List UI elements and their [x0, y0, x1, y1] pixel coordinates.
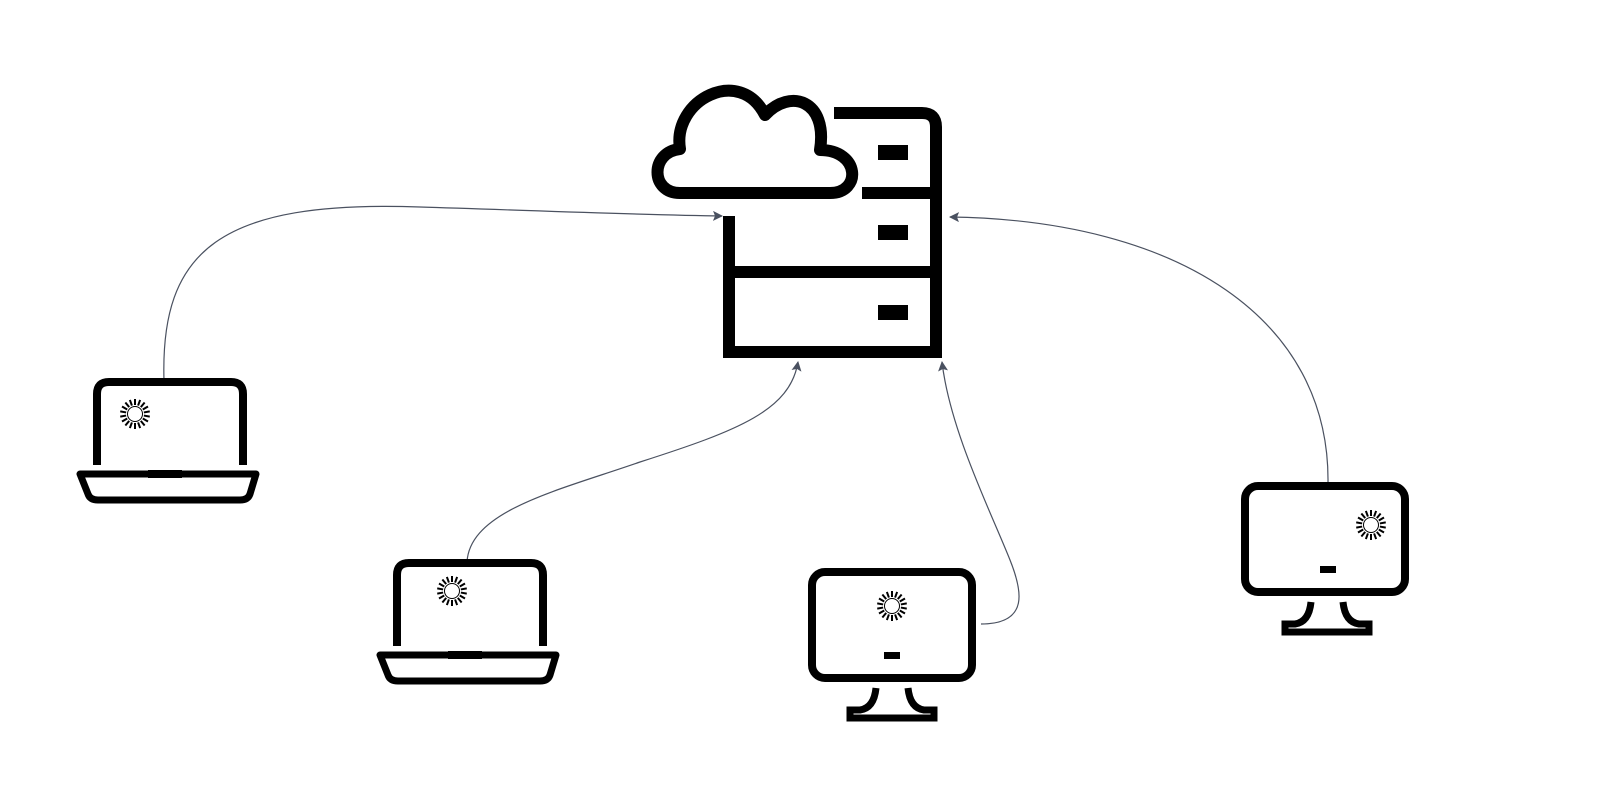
server-rack-icon [723, 107, 942, 358]
cloud-server-node[interactable] [651, 84, 942, 358]
desktop-monitor-icon [808, 568, 976, 722]
loading-spinner-icon [436, 575, 468, 607]
desktop-node-2[interactable] [1241, 482, 1409, 636]
connectors [163, 205, 1329, 625]
edge-desktop-2-to-server[interactable] [949, 212, 1329, 484]
edge-desktop-1-to-server[interactable] [938, 361, 1020, 625]
loading-spinner-icon [119, 398, 151, 430]
laptop-node-1[interactable] [76, 378, 260, 504]
loading-spinner-icon [1355, 509, 1387, 541]
cloud-icon [651, 84, 859, 199]
loading-spinner-icon [876, 590, 908, 622]
desktop-monitor-icon [1241, 482, 1409, 636]
desktop-node-1[interactable] [808, 568, 976, 722]
edge-laptop-1-to-server[interactable] [163, 205, 723, 382]
laptop-icon [76, 378, 260, 504]
laptop-icon [376, 559, 560, 685]
laptop-node-2[interactable] [376, 559, 560, 685]
edge-laptop-2-to-server[interactable] [466, 361, 802, 563]
drive-indicators [878, 145, 908, 320]
